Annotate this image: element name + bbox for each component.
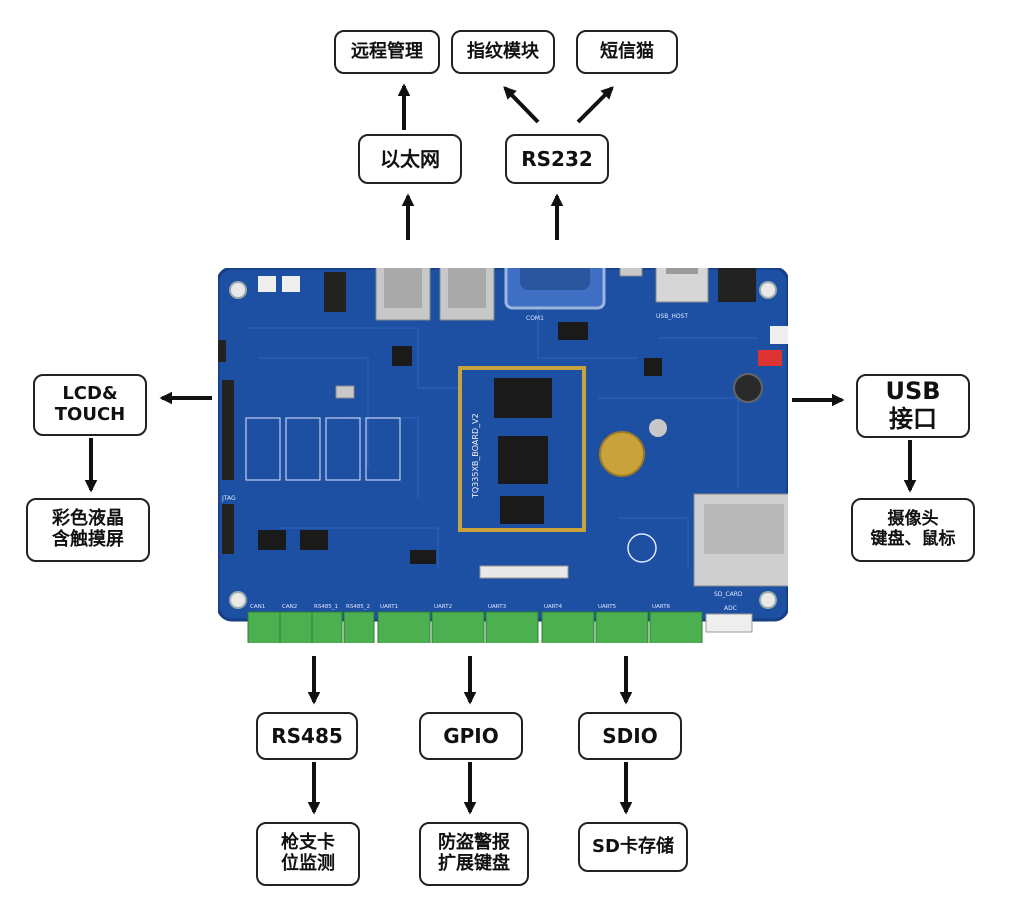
soc-chip (494, 378, 552, 418)
dc-jack (718, 268, 756, 302)
terminal-block (377, 611, 431, 643)
terminal-block (311, 611, 343, 643)
node-gpio: GPIO (419, 712, 523, 760)
node-usb-interface: USB 接口 (856, 374, 970, 438)
lcd-header (222, 380, 234, 480)
terminal-blocks: CAN1 CAN2 RS485_1 RS485_2 UART1 UART2 UART3 UAR… (247, 604, 703, 643)
terminal-label: CAN1 (250, 604, 265, 610)
terminal-block (247, 611, 281, 643)
module-silk: TQ335XB_BOARD_V2 (471, 413, 480, 499)
node-lcd-touch: LCD& TOUCH (33, 374, 147, 436)
node-color-lcd-touchscreen: 彩色液晶 含触摸屏 (26, 498, 150, 562)
terminal-block (431, 611, 485, 643)
terminal-label: UART4 (544, 604, 563, 610)
adc-silk: ADC (724, 605, 737, 612)
node-sms-cat: 短信猫 (576, 30, 678, 74)
jtag-silk: JTAG (221, 495, 236, 502)
terminal-block (279, 611, 313, 643)
node-fingerprint-module: 指纹模块 (451, 30, 555, 74)
terminal-block (595, 611, 649, 643)
terminal-label: CAN2 (282, 604, 297, 610)
terminal-block (343, 611, 375, 643)
node-gun-card-monitor: 枪支卡 位监测 (256, 822, 360, 886)
terminal-label: UART1 (380, 604, 398, 610)
terminal-block (649, 611, 703, 643)
node-sd-storage: SD卡存储 (578, 822, 688, 872)
arrow-sms (576, 86, 614, 124)
terminal-label: RS485_2 (346, 604, 370, 610)
embedded-board-image: COM1 USB_HOST JTAG (218, 268, 788, 643)
arrow-fingerprint (503, 86, 540, 124)
node-rs485: RS485 (256, 712, 358, 760)
coin-cell (599, 431, 645, 477)
node-remote-management: 远程管理 (334, 30, 440, 74)
node-ethernet: 以太网 (358, 134, 462, 184)
terminal-label: UART2 (434, 604, 452, 610)
terminal-block (541, 611, 595, 643)
node-sdio: SDIO (578, 712, 682, 760)
node-alarm-keyboard: 防盗警报 扩展键盘 (419, 822, 529, 886)
audio-jack (324, 272, 346, 312)
usb-host-silk: USB_HOST (656, 313, 688, 320)
terminal-label: UART5 (598, 604, 617, 610)
jtag-header (222, 504, 234, 554)
terminal-label: UART6 (652, 604, 671, 610)
terminal-label: UART3 (488, 604, 507, 610)
com-silk: COM1 (526, 315, 544, 322)
node-camera-keyboard-mouse: 摄像头 键盘、鼠标 (851, 498, 975, 562)
node-rs232: RS232 (505, 134, 609, 184)
terminal-block (485, 611, 539, 643)
sd-silk: SD_CARD (714, 591, 743, 598)
terminal-label: RS485_1 (314, 604, 338, 610)
